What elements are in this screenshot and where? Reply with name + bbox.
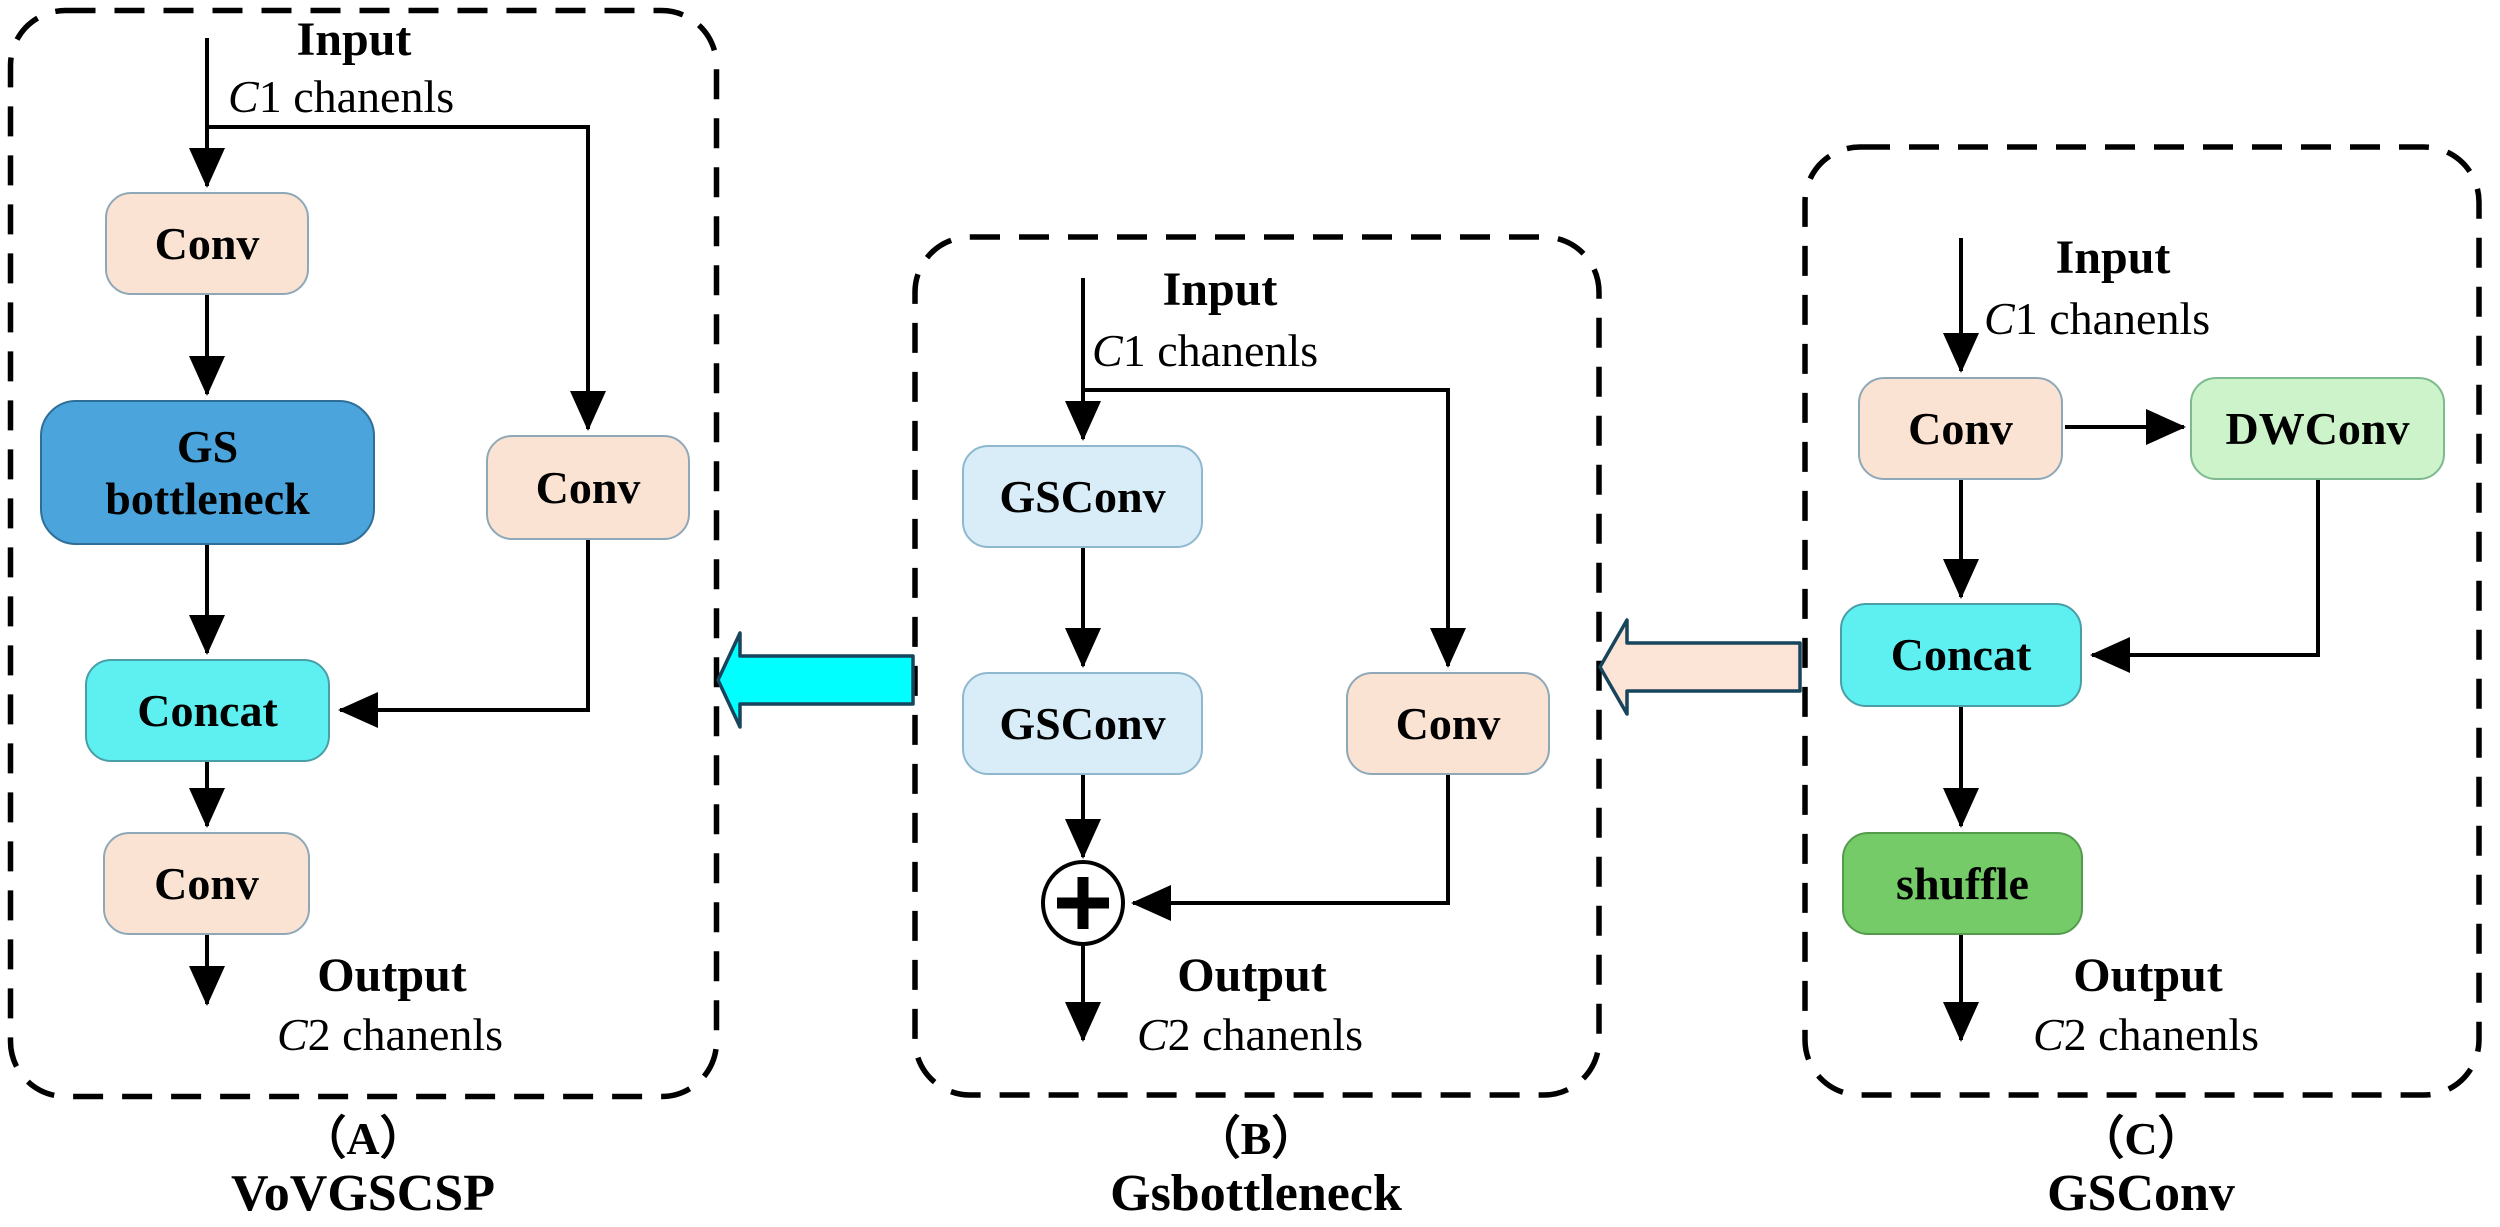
panel-a-c1-rest: 1 chanenls xyxy=(258,71,455,122)
panel-c-c1-rest: 1 chanenls xyxy=(2014,293,2211,344)
flow-arrow-b-to-a-icon xyxy=(716,631,915,729)
node-label: Conv xyxy=(535,461,641,513)
panel-a-c2-rest: 2 chanenls xyxy=(307,1009,504,1060)
a-branch-arrow xyxy=(207,125,606,431)
panel-c-output-channels: C2 chanenls xyxy=(2033,1008,2259,1061)
panel-a-output-title: Output xyxy=(317,949,467,1002)
panel-a-c1-var: C xyxy=(228,71,259,122)
node-label: DWConv xyxy=(2225,402,2410,454)
c-dwconv-to-concat-arrow xyxy=(2090,480,2320,673)
panel-b-c2-rest: 2 chanenls xyxy=(1167,1009,1364,1060)
panel-a-output-channels: C2 chanenls xyxy=(277,1008,503,1061)
node-gsconv-1: GSConv xyxy=(962,445,1203,548)
node-label: Conv xyxy=(154,217,260,269)
panel-c-c2-rest: 2 chanenls xyxy=(2063,1009,2260,1060)
panel-b-c1-var: C xyxy=(1092,325,1123,376)
panel-c-output-title: Output xyxy=(2073,949,2223,1002)
b-branch-arrow xyxy=(1083,388,1466,668)
panel-c-c2-var: C xyxy=(2032,1009,2064,1060)
panel-c-input-title: Input xyxy=(2055,231,2171,284)
panel-a-input-title: Input xyxy=(296,13,412,66)
a-branch-to-concat-arrow xyxy=(338,540,590,728)
node-conv-b-branch: Conv xyxy=(1346,672,1550,775)
panel-a-c2-var: C xyxy=(276,1009,308,1060)
node-conv-a-top: Conv xyxy=(105,192,309,295)
panel-a-input-channels: C1 chanenls xyxy=(228,70,454,123)
panel-b-letter-label: （B） xyxy=(1194,1113,1318,1164)
node-label: shuffle xyxy=(1896,857,2029,909)
node-gsconv-2: GSConv xyxy=(962,672,1203,775)
panel-b-c2-var: C xyxy=(1136,1009,1168,1060)
add-merge-node xyxy=(1041,860,1125,946)
panel-c-name: GSConv xyxy=(2047,1165,2235,1222)
panel-b-c1-rest: 1 chanenls xyxy=(1122,325,1319,376)
panel-b-input-title: Input xyxy=(1162,263,1278,316)
b-conv-to-add-arrow xyxy=(1131,775,1450,921)
node-gs-bottleneck: GS bottleneck xyxy=(40,400,375,545)
panel-b-output-title: Output xyxy=(1177,949,1327,1002)
panel-b-input-channels: C1 chanenls xyxy=(1092,324,1318,377)
node-label: Conv xyxy=(1395,697,1501,749)
node-label: Conv xyxy=(1908,402,2013,454)
node-conv-a-out: Conv xyxy=(103,832,310,935)
node-label: GSConv xyxy=(999,470,1166,522)
node-conv-c: Conv xyxy=(1858,377,2063,480)
panel-c-letter-label: （C） xyxy=(2078,1113,2204,1164)
panel-b-name: Gsbottleneck xyxy=(1110,1165,1402,1222)
node-label: GSConv xyxy=(999,697,1166,749)
panel-c-input-channels: C1 chanenls xyxy=(1984,292,2210,345)
node-dwconv: DWConv xyxy=(2190,377,2445,480)
node-shuffle: shuffle xyxy=(1842,832,2083,935)
node-label: Concat xyxy=(1890,629,2032,681)
flow-arrow-c-to-b-icon xyxy=(1598,618,1802,716)
node-label: Conv xyxy=(154,857,259,909)
panel-a-letter-label: （A） xyxy=(300,1113,426,1164)
node-conv-a-branch: Conv xyxy=(486,435,690,540)
node-label: Concat xyxy=(137,684,278,736)
node-label: GS bottleneck xyxy=(105,420,310,524)
node-concat-a: Concat xyxy=(85,659,330,762)
panel-a-outline xyxy=(7,7,720,1100)
panel-a-name: VoVGSCSP xyxy=(231,1165,495,1222)
panel-b-output-channels: C2 chanenls xyxy=(1137,1008,1363,1061)
panel-c-c1-var: C xyxy=(1984,293,2015,344)
node-concat-c: Concat xyxy=(1840,603,2082,707)
add-icon xyxy=(1057,877,1109,929)
